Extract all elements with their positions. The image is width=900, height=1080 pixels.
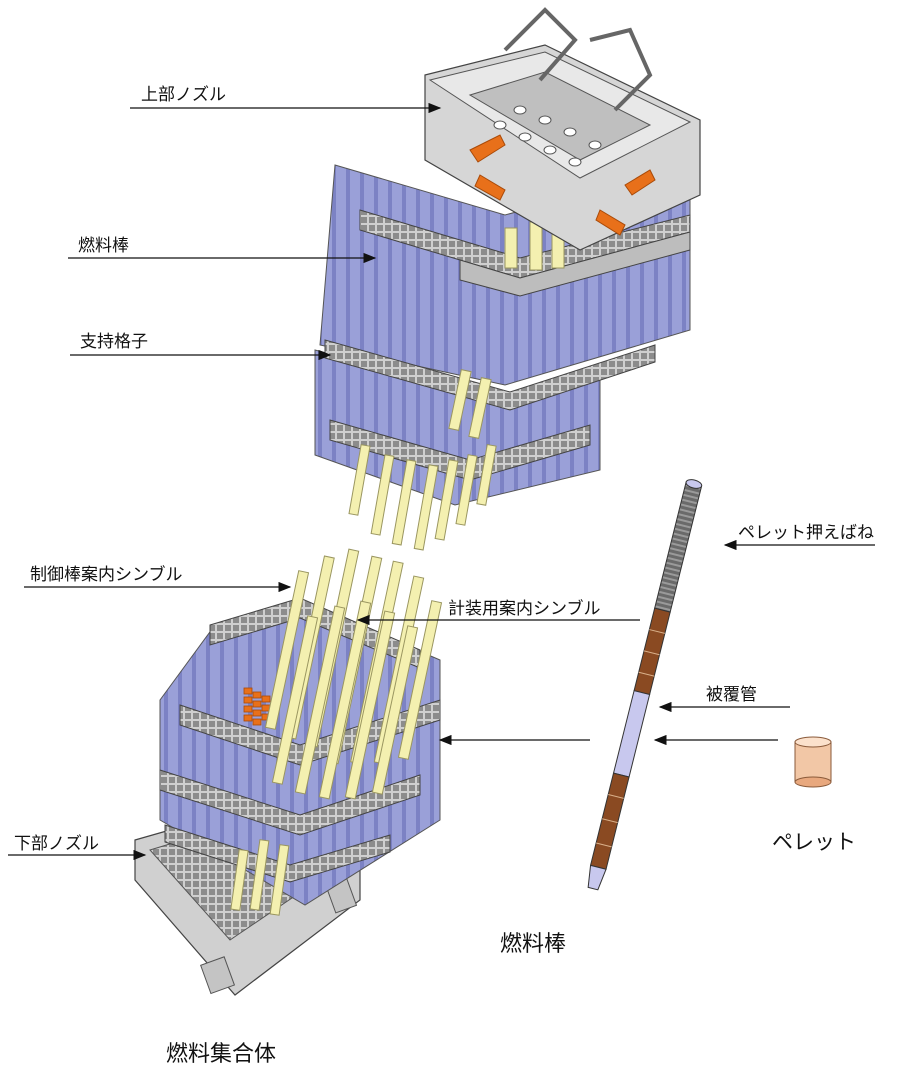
leader-lines — [8, 102, 875, 861]
standalone-fuel-rod — [587, 479, 703, 891]
label-fuel-rod: 燃料棒 — [78, 236, 129, 256]
label-bottom-nozzle: 下部ノズル — [14, 834, 99, 854]
label-pellet-spring: ペレット押えばね — [738, 523, 874, 543]
label-instrument-guide-thimble: 計装用案内シンブル — [448, 599, 601, 619]
rod-cladding-section — [612, 690, 651, 778]
rod-pellet-section-upper — [633, 607, 671, 696]
label-support-grid: 支持格子 — [80, 332, 148, 352]
guide-thimbles — [230, 548, 443, 916]
rod-spring-section — [654, 481, 703, 613]
lower-assembly — [134, 548, 443, 996]
label-control-rod-guide-thimble: 制御棒案内シンブル — [30, 565, 183, 585]
label-cladding: 被覆管 — [706, 685, 757, 705]
rod-end-plug — [587, 864, 607, 891]
support-grid-bottom-3 — [159, 769, 421, 836]
pellet-icon — [794, 736, 832, 788]
caption-fuel-rod: 燃料棒 — [500, 932, 567, 957]
top-nozzle — [424, 7, 701, 251]
support-grid-bottom-4 — [164, 824, 391, 883]
label-pellet: ペレット — [772, 830, 856, 854]
upper-thimbles — [348, 221, 565, 551]
caption-fuel-assembly: 燃料集合体 — [166, 1042, 277, 1067]
cutaway-pellets — [243, 687, 271, 726]
upper-assembly — [314, 7, 701, 551]
support-grid-band-2 — [459, 231, 691, 297]
label-top-nozzle: 上部ノズル — [141, 85, 226, 105]
